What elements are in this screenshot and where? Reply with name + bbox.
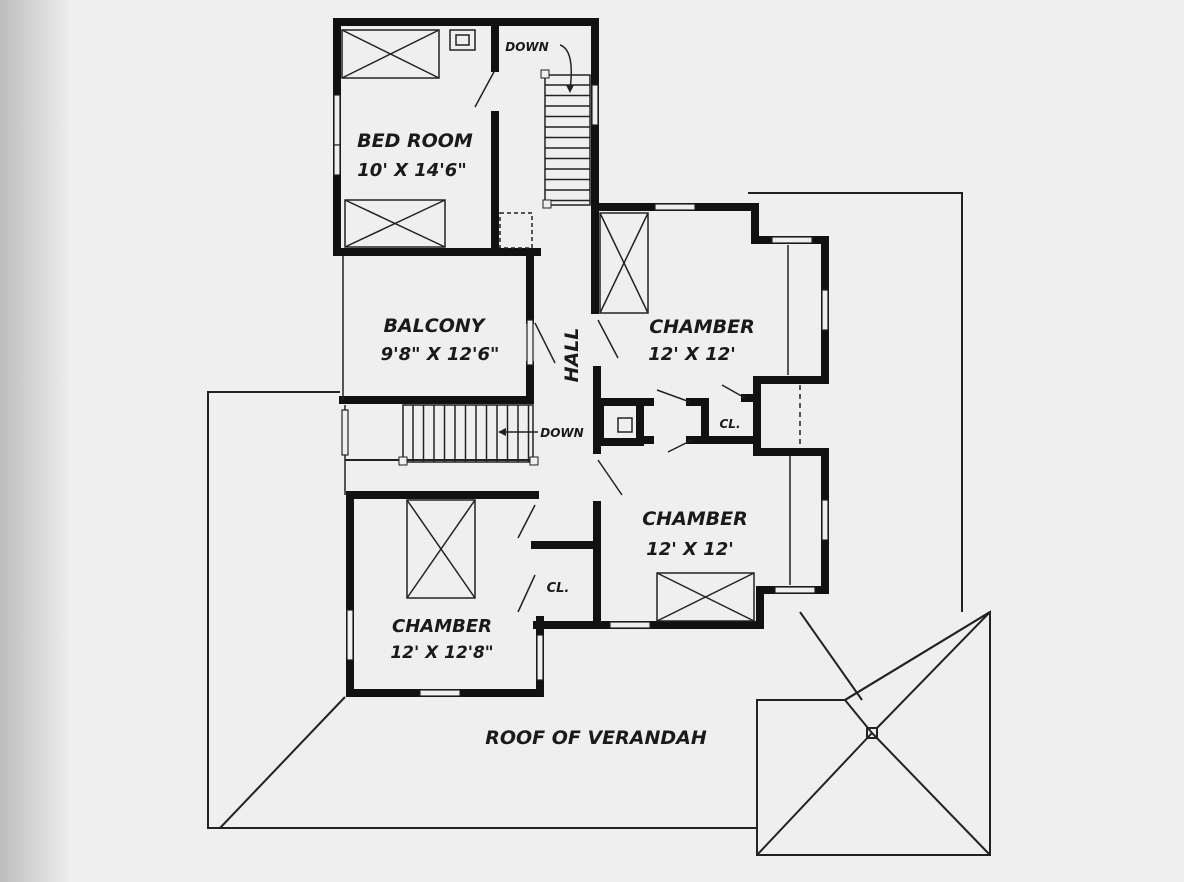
verandah-roof-label: ROOF OF VERANDAH	[485, 727, 707, 749]
chamber-lower-right-name: CHAMBER	[642, 508, 748, 530]
bedroom-size: 10' X 14'6"	[357, 160, 466, 181]
chamber-upper-right-size: 12' X 12'	[648, 344, 736, 365]
down-arrow-icon	[559, 44, 572, 91]
chamber-lower-left-size: 12' X 12'8"	[390, 643, 493, 663]
chamber-upper-right-name: CHAMBER	[649, 316, 755, 338]
balcony-name: BALCONY	[383, 315, 486, 337]
gable-roof	[756, 610, 991, 856]
lower-stairs-down-label: DOWN	[540, 426, 583, 440]
lower-staircase	[345, 404, 539, 466]
page-edge-shadow	[0, 0, 70, 882]
balcony-size: 9'8" X 12'6"	[381, 344, 500, 365]
upper-staircase	[540, 44, 591, 209]
windows	[333, 84, 829, 697]
closet-left-label: CL.	[547, 581, 570, 596]
verandah-roof-outline	[207, 192, 963, 829]
chamber-lower-left-name: CHAMBER	[392, 616, 492, 637]
chamber-lower-right-size: 12' X 12'	[646, 539, 734, 560]
door-swings	[474, 69, 801, 613]
bedroom-name: BED ROOM	[357, 130, 473, 152]
hall-label: HALL	[561, 328, 583, 383]
beds	[341, 29, 755, 622]
upper-stairs-down-label: DOWN	[505, 40, 548, 54]
closet-right-label: CL.	[719, 417, 740, 431]
